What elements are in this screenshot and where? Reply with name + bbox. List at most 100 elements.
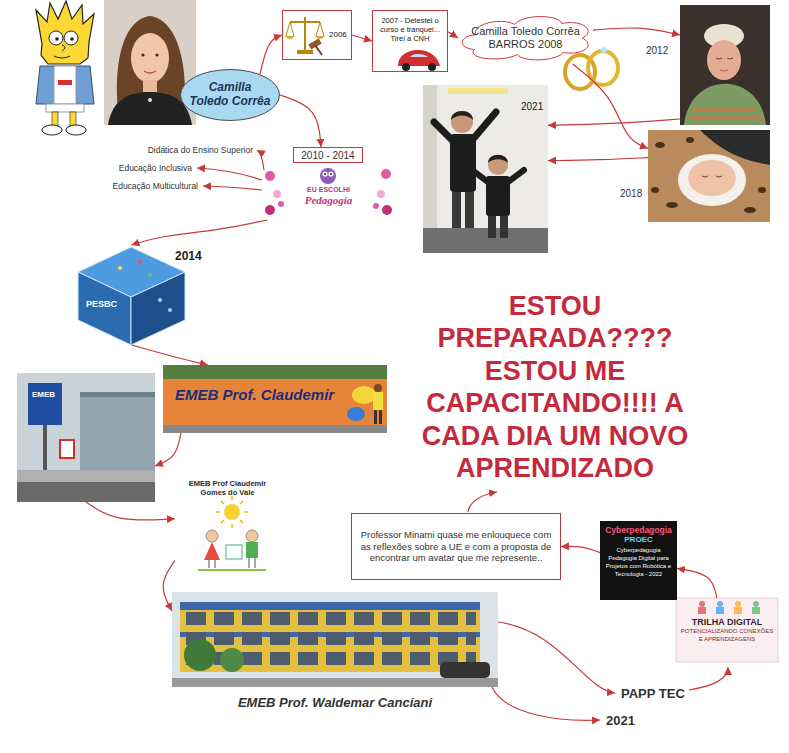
leader-arrows-part <box>197 168 262 180</box>
school-building-photo-part <box>180 602 480 610</box>
node-text: POTENCIALIZANDO CONEXÕES E APRENDIZAGENS <box>680 628 774 644</box>
justice-icon-part <box>308 38 321 49</box>
school-logo-art-part <box>226 545 242 559</box>
connector <box>561 546 600 552</box>
name-cloud: Camilla Toledo Corrêa BARROS 2008 <box>458 12 593 64</box>
connector <box>677 568 717 598</box>
topic-label: Educação Multicultural <box>112 181 198 191</box>
course-badge-art-part <box>373 203 379 209</box>
node-text: 2006 <box>329 30 347 40</box>
program-card-art-part <box>752 607 760 614</box>
event-box: 2006 <box>282 10 352 60</box>
school-building-photo-part <box>180 602 480 672</box>
ellipse-shape <box>181 70 280 121</box>
connector <box>548 119 680 125</box>
school-building-photo-part <box>172 592 498 687</box>
person-ellipse: Camilla Toledo Corrêa <box>180 69 280 121</box>
node-text: 2018 <box>620 188 642 200</box>
university-cube-art-part <box>168 308 172 312</box>
course-badge-art-part <box>273 190 281 198</box>
course-badge-art <box>262 164 395 220</box>
mural-photo-part <box>373 392 383 410</box>
node-text: 2007 - Detestei o curso e tranquei... Ti… <box>376 16 444 43</box>
course-badge-art-part <box>320 168 336 184</box>
children-photo-part <box>474 112 496 138</box>
leader-arrows-part <box>257 150 264 170</box>
program-card: TRILHA DIGITALPOTENCIALIZANDO CONEXÕES E… <box>676 598 778 662</box>
university-cube-art-part <box>138 260 142 264</box>
cartoon-avatar-part <box>54 56 70 58</box>
connector <box>155 433 181 466</box>
leader-arrows-part <box>689 667 728 690</box>
cartoon-avatar-part <box>58 80 72 85</box>
cartoon-avatar <box>36 1 94 135</box>
justice-icon-part <box>285 36 295 39</box>
leader-arrows-part <box>203 186 262 190</box>
cartoon-avatar-part <box>36 66 94 104</box>
year-label: 2021 <box>606 713 635 729</box>
school-logo-art-part <box>224 504 240 520</box>
portrait-photo-part <box>104 0 196 125</box>
school-logo-art-part <box>246 542 258 558</box>
course-badge-art-part <box>381 169 391 179</box>
node-text: EMEB Prof. Claudemir <box>175 386 334 404</box>
newborn-photo-part <box>648 130 770 222</box>
children-photo-part <box>472 170 488 182</box>
node-text: PESBC <box>86 299 117 310</box>
portrait-photo-part <box>143 80 157 92</box>
portrait-photo-part <box>108 92 192 125</box>
connector <box>280 95 321 147</box>
university-cube-art <box>78 247 185 345</box>
school-logo-art-part <box>249 558 255 568</box>
node-text: EMEB <box>32 390 55 400</box>
node-text: 2014 <box>175 249 202 263</box>
street-sign-photo-part <box>17 470 155 482</box>
school-logo-art-part <box>246 530 258 542</box>
cartoon-avatar-part <box>49 31 63 45</box>
mural-photo-part <box>352 386 376 404</box>
children-photo-part <box>451 111 473 133</box>
justice-icon-part <box>316 22 320 36</box>
connector <box>260 35 282 74</box>
cartoon-avatar-part <box>62 45 65 51</box>
children-photo-part <box>465 192 474 228</box>
portrait-photo-part <box>155 53 158 56</box>
university-cube-art-part <box>148 273 152 277</box>
connector <box>573 64 648 148</box>
portrait-photo-part <box>148 98 152 102</box>
node-text: EMEB Prof. Waldemar Canciani <box>172 695 498 711</box>
cartoon-avatar-part <box>70 37 74 41</box>
school-building-photo-part <box>220 648 244 672</box>
university-cube-art-part <box>158 298 162 302</box>
course-badge-art-part <box>278 201 284 207</box>
portrait-photo-part <box>131 33 169 83</box>
children-photo-part <box>448 88 508 94</box>
node-text: Professor Minami quase me enlouquece com… <box>357 529 555 565</box>
connector <box>593 28 680 35</box>
school-logo: EMEB Prof Claudemir Gomes do Vale <box>175 478 280 575</box>
justice-icon-part <box>286 22 290 36</box>
school-building-photo-part <box>440 662 490 678</box>
connector <box>352 35 372 41</box>
topic-label: Educação Inclusiva <box>119 163 192 173</box>
program-card-art-part <box>699 601 705 607</box>
cartoon-avatar-part <box>55 37 59 41</box>
node-text: 2012 <box>646 45 668 57</box>
event-box: 2007 - Detestei o curso e tranquei... Ti… <box>372 10 448 72</box>
baby-photo-part <box>690 110 762 118</box>
cartoon-avatar-part <box>46 104 84 112</box>
justice-icon-part <box>315 36 325 39</box>
newborn-photo-part <box>744 207 756 213</box>
children-photo-part <box>434 122 452 140</box>
car-icon-part <box>402 63 410 71</box>
baby-photo-part <box>716 58 733 59</box>
newborn-photo-part <box>702 176 722 177</box>
school-logo-art-part <box>206 530 218 542</box>
node-text: EMEB Prof Claudemir Gomes do Vale <box>177 479 278 497</box>
car-icon-part <box>410 54 428 57</box>
connector <box>132 220 268 245</box>
school-logo-art-part <box>216 496 248 528</box>
